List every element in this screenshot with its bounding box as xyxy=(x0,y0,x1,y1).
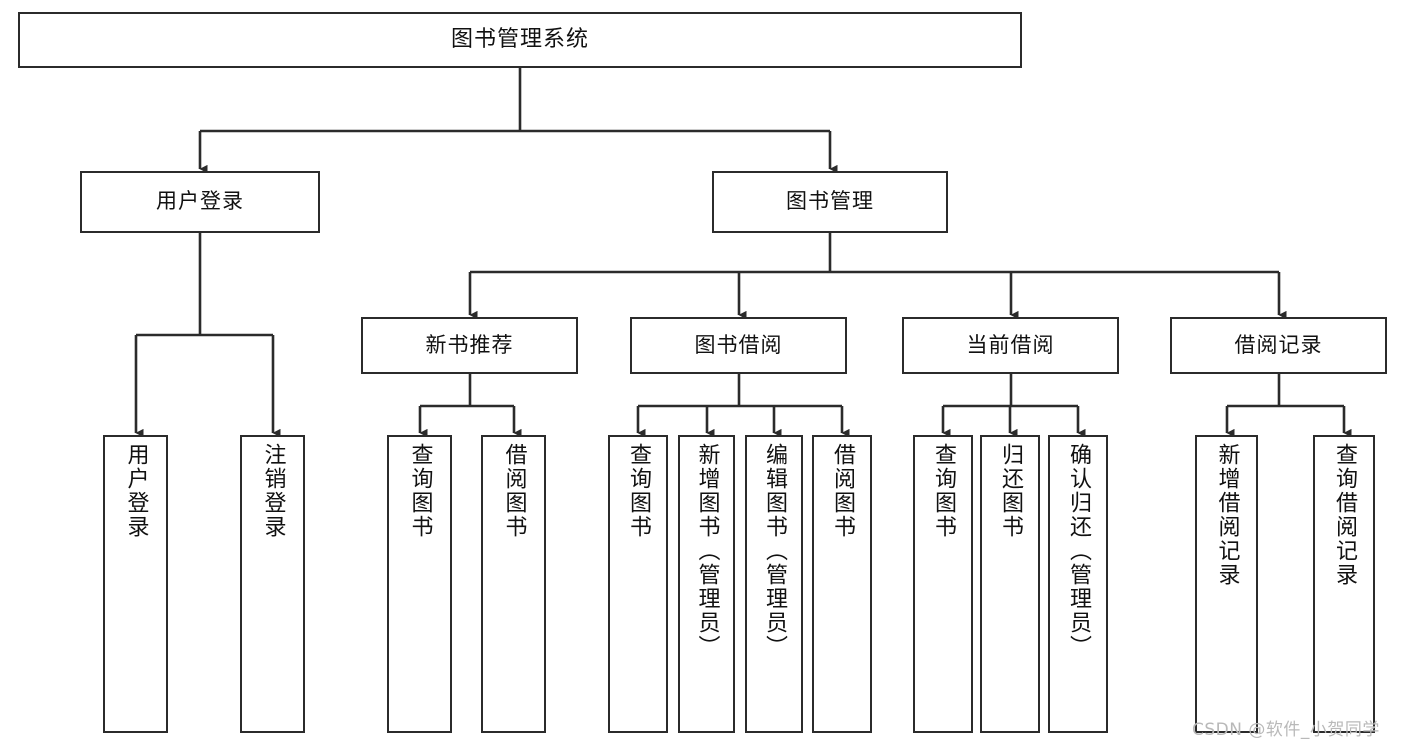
node-label: 查询图书 xyxy=(407,443,433,539)
node-leaf_logout[interactable]: 注销登录 xyxy=(240,435,305,733)
node-leaf_query_book_2[interactable]: 查询图书 xyxy=(608,435,668,733)
node-label: 当前借阅 xyxy=(966,332,1055,357)
node-label: 注销登录 xyxy=(260,443,286,539)
node-leaf_add_book[interactable]: 新增图书（管理员） xyxy=(678,435,735,733)
node-leaf_query_book_1[interactable]: 查询图书 xyxy=(387,435,452,733)
node-leaf_query_record[interactable]: 查询借阅记录 xyxy=(1313,435,1375,733)
node-label: 归还图书 xyxy=(997,443,1023,539)
node-label: 用户登录 xyxy=(123,443,149,539)
edge-paths xyxy=(134,68,1352,438)
node-borrow_record[interactable]: 借阅记录 xyxy=(1170,317,1387,374)
node-leaf_add_record[interactable]: 新增借阅记录 xyxy=(1195,435,1258,733)
node-leaf_user_login[interactable]: 用户登录 xyxy=(103,435,168,733)
node-label: 用户登录 xyxy=(156,189,244,214)
node-label: 借阅图书 xyxy=(501,443,527,539)
node-current_borrow[interactable]: 当前借阅 xyxy=(902,317,1119,374)
node-user_login[interactable]: 用户登录 xyxy=(80,171,320,233)
node-label: 图书管理系统 xyxy=(450,26,589,52)
node-label: 编辑图书（管理员） xyxy=(761,443,787,659)
node-label: 图书管理 xyxy=(786,189,874,214)
node-label: 新增图书（管理员） xyxy=(694,443,720,659)
node-leaf_borrow_book_1[interactable]: 借阅图书 xyxy=(481,435,546,733)
node-leaf_query_book_3[interactable]: 查询图书 xyxy=(913,435,973,733)
node-label: 查询借阅记录 xyxy=(1331,443,1357,587)
node-leaf_borrow_book_2[interactable]: 借阅图书 xyxy=(812,435,872,733)
node-label: 借阅记录 xyxy=(1234,332,1323,357)
node-label: 查询图书 xyxy=(625,443,651,539)
node-book_manage[interactable]: 图书管理 xyxy=(712,171,948,233)
node-root[interactable]: 图书管理系统 xyxy=(18,12,1022,68)
node-leaf_confirm_return[interactable]: 确认归还（管理员） xyxy=(1048,435,1108,733)
node-label: 图书借阅 xyxy=(694,332,783,357)
node-label: 确认归还（管理员） xyxy=(1065,443,1091,659)
node-leaf_edit_book[interactable]: 编辑图书（管理员） xyxy=(745,435,803,733)
node-new_book_rec[interactable]: 新书推荐 xyxy=(361,317,578,374)
node-label: 新增借阅记录 xyxy=(1214,443,1240,587)
node-label: 查询图书 xyxy=(930,443,956,539)
node-leaf_return_book[interactable]: 归还图书 xyxy=(980,435,1040,733)
node-label: 新书推荐 xyxy=(425,332,514,357)
node-label: 借阅图书 xyxy=(829,443,855,539)
node-book_borrow[interactable]: 图书借阅 xyxy=(630,317,847,374)
